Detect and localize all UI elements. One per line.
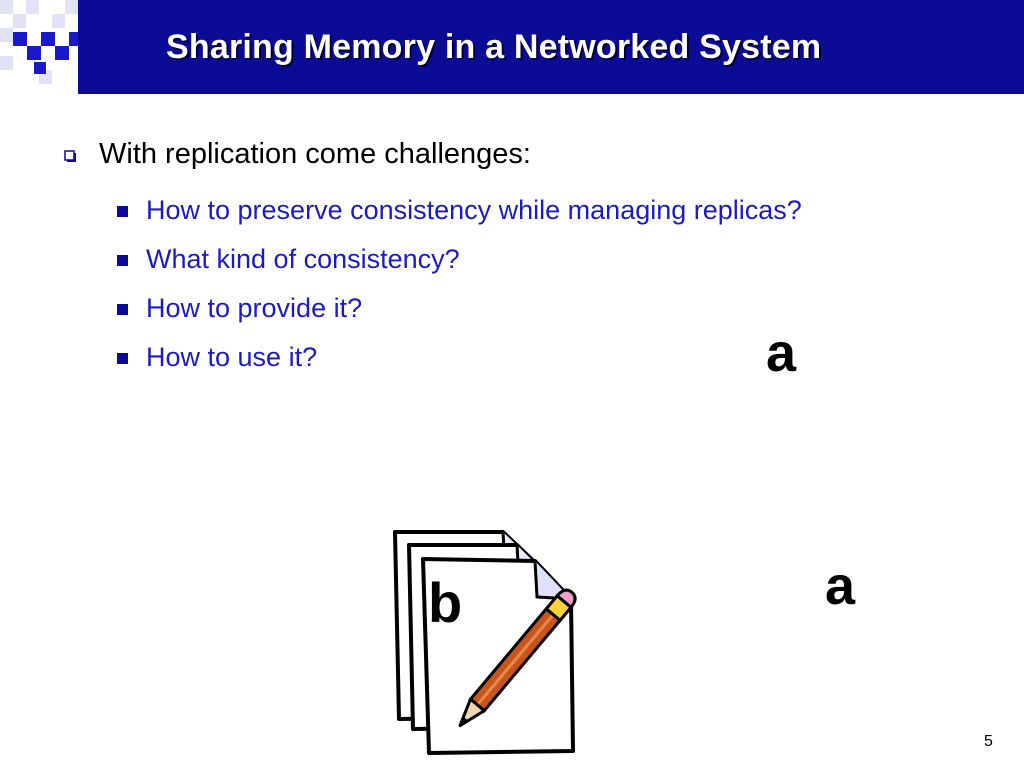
letter-b: b (428, 571, 463, 634)
sub-bullet-text: How to preserve consistency while managi… (146, 195, 802, 225)
checker-logo (0, 0, 92, 94)
list-item: How to preserve consistency while managi… (117, 186, 802, 235)
square-bullet-icon (117, 254, 128, 266)
documents-with-pencil-icon (393, 530, 577, 755)
square-bullet-icon (117, 303, 128, 315)
main-bullet: With replication come challenges: (64, 138, 531, 171)
letter-a-bottom: a (825, 556, 856, 616)
page-number: 5 (984, 733, 993, 750)
slide-title: Sharing Memory in a Networked System (166, 28, 822, 66)
square-bullet-icon (117, 205, 128, 217)
sub-bullet-text: How to provide it? (146, 293, 363, 323)
list-item: How to provide it? (117, 284, 802, 333)
sub-bullet-text: How to use it? (146, 342, 318, 372)
main-bullet-text: With replication come challenges: (99, 138, 531, 170)
pencil (458, 588, 577, 728)
sub-bullet-text: What kind of consistency? (146, 244, 460, 274)
list-item: How to use it? (117, 333, 802, 382)
sub-bullet-list: How to preserve consistency while managi… (117, 186, 802, 382)
list-item: What kind of consistency? (117, 235, 802, 284)
square-bullet-icon (117, 352, 128, 364)
hollow-square-bullet-icon (64, 150, 76, 162)
title-bar: Sharing Memory in a Networked System (0, 0, 1024, 94)
letter-a-top: a (766, 323, 797, 383)
page-front (421, 557, 575, 755)
